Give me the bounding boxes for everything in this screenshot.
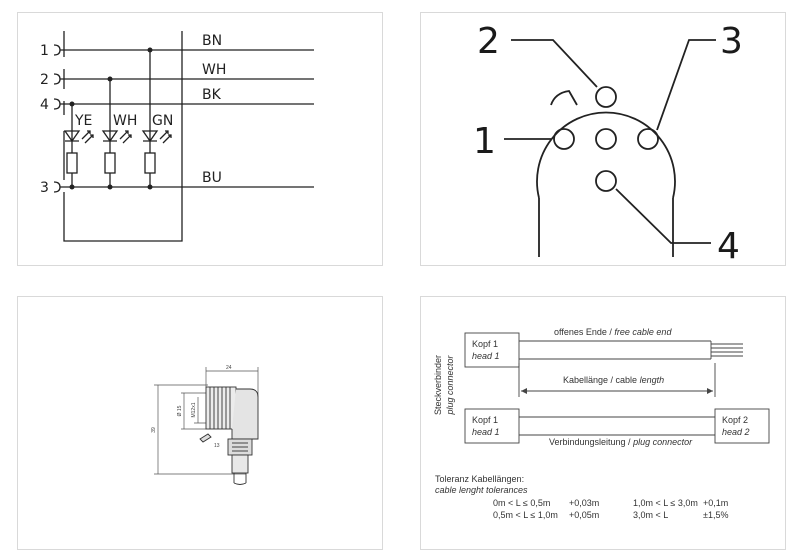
head-1-en-label-bottom: head 1 [472, 427, 500, 437]
pin-label-4: 4 [40, 97, 49, 113]
tolerance-range: 0,5m < L ≤ 1,0m [493, 510, 558, 520]
connecting-lead-label: Verbindungsleitung / plug connector [549, 437, 693, 447]
tolerance-range: 0m < L ≤ 0,5m [493, 498, 550, 508]
led-label-wh: WH [113, 113, 137, 129]
pin-4-socket [595, 170, 617, 192]
pin-5-socket [595, 128, 617, 150]
tolerance-value: +0,03m [569, 498, 599, 508]
pin-2-terminal [53, 73, 61, 85]
head-1-box-bottom [464, 408, 520, 444]
cable-length-label: Kabellänge / cable length [563, 375, 664, 385]
tolerance-title-en: cable lenght tolerances [435, 485, 528, 495]
cable-length-panel: Steckverbinder plug connector Ko [420, 296, 786, 550]
dimension-drawing: 24 Ø 15 M12x1 39 13 [151, 365, 259, 485]
head-2-box [714, 408, 770, 444]
cable-length-diagram: Steckverbinder plug connector Ko [433, 327, 770, 520]
wire-label-bk: BK [202, 87, 222, 103]
thread-dimension-value: M12x1 [191, 402, 197, 417]
pin-4-terminal [53, 98, 61, 110]
pin-3-terminal [53, 181, 61, 193]
head-2-label: Kopf 2 [722, 415, 748, 425]
led-wh [101, 130, 119, 143]
wire-label-wh: WH [202, 62, 226, 78]
pin-label-1: 1 [40, 43, 49, 59]
pin-number-3: 3 [720, 21, 743, 62]
pin-number-4: 4 [717, 226, 740, 267]
width-dimension-value: 24 [226, 365, 232, 371]
head-1-label-bottom: Kopf 1 [472, 415, 498, 425]
coding-key [550, 90, 578, 106]
height-dimension-value: 39 [151, 427, 157, 433]
tolerance-value: +0,1m [703, 498, 728, 508]
tolerance-range: 3,0m < L [633, 510, 668, 520]
connector-face [536, 111, 676, 199]
pin-1-socket [553, 128, 575, 150]
pin-number-2: 2 [477, 21, 500, 62]
pin-label-2: 2 [40, 72, 49, 88]
led-label-gn: GN [152, 113, 173, 129]
pin-number-1: 1 [473, 121, 496, 162]
tolerance-range: 1,0m < L ≤ 3,0m [633, 498, 698, 508]
tolerance-value: ±1,5% [703, 510, 728, 520]
pin-3-socket [637, 128, 659, 150]
head-1-label-top: Kopf 1 [472, 339, 498, 349]
pinout-diagram: 2 1 3 4 [473, 21, 743, 267]
head-1-box-top [464, 332, 520, 368]
head-2-en-label: head 2 [722, 427, 750, 437]
free-end-label: offenes Ende / free cable end [554, 327, 672, 337]
head-1-en-label-top: head 1 [472, 351, 500, 361]
pinout-panel: 2 1 3 4 [420, 12, 786, 267]
wire-label-bu: BU [202, 170, 222, 186]
tolerance-title: Toleranz Kabellängen: [435, 474, 524, 484]
side-label: Steckverbinder [433, 355, 443, 415]
led-label-ye: YE [74, 113, 92, 129]
wiring-diagram: 1 2 4 3 BN WH BK BU YE WH GN [40, 31, 314, 242]
diameter-dimension-value: Ø 15 [177, 405, 183, 416]
tolerance-value: +0,05m [569, 510, 599, 520]
resistor-2 [104, 152, 116, 174]
wire-label-bn: BN [202, 33, 222, 49]
dimension-panel: 24 Ø 15 M12x1 39 13 [17, 296, 383, 550]
pin-label-3: 3 [40, 180, 49, 196]
pin-2-socket [595, 86, 617, 108]
wiring-diagram-panel: 1 2 4 3 BN WH BK BU YE WH GN [17, 12, 383, 266]
angle-dimension-value: 13 [214, 443, 220, 449]
connector-body [199, 386, 259, 485]
resistor-1 [66, 152, 78, 174]
led-ye [63, 130, 81, 143]
pin-1-terminal [53, 44, 61, 56]
resistor-3 [144, 152, 156, 174]
side-label-en: plug connector [445, 354, 455, 415]
led-gn [141, 130, 159, 143]
